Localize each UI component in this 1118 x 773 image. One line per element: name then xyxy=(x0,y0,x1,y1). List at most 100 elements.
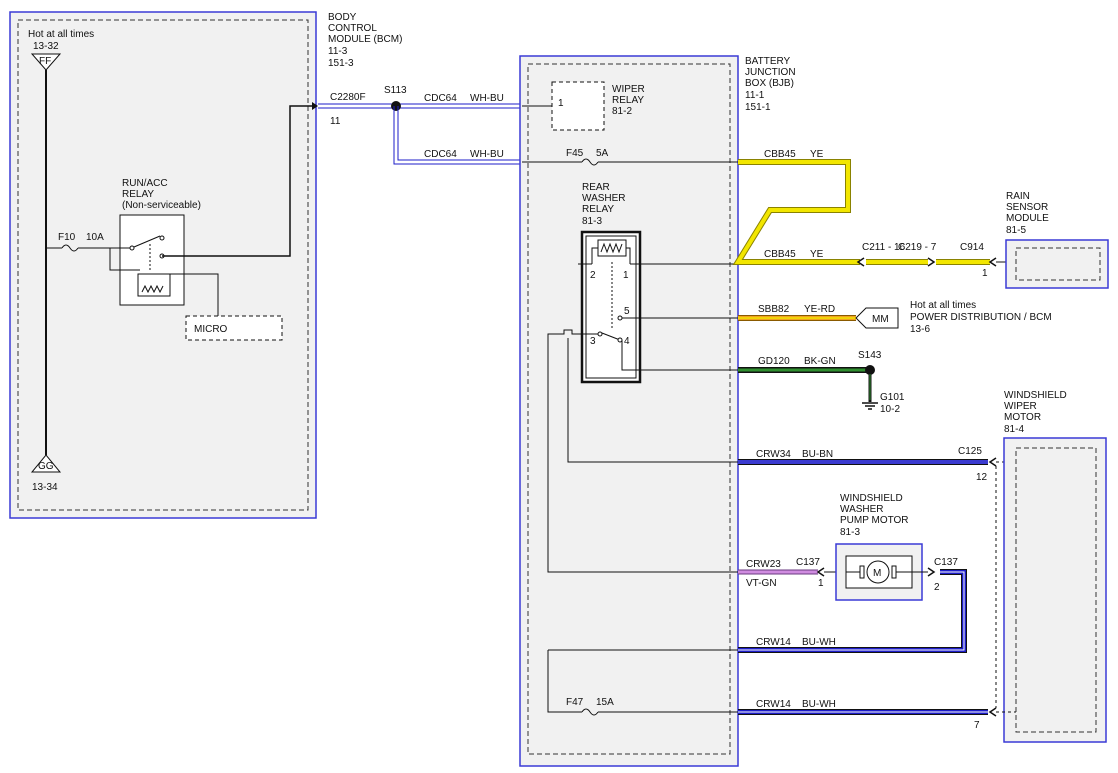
runacc-relay-line2: RELAY xyxy=(122,189,154,200)
wiper-motor-line2: WIPER xyxy=(1004,401,1037,412)
crw14-upper-stripe xyxy=(738,571,965,651)
f47-fuse-label: F47 xyxy=(566,697,584,708)
bjb-title-line1: BATTERY xyxy=(745,56,791,67)
rear-relay-switch-arm xyxy=(601,332,621,341)
c914-pin: 1 xyxy=(982,268,988,279)
crw34-label: CRW34 xyxy=(756,449,791,460)
c914-label: C914 xyxy=(960,242,984,253)
rear-relay-pin5: 5 xyxy=(624,306,630,317)
c125-pin: 12 xyxy=(976,472,988,483)
rear-relay-ref: 81-3 xyxy=(582,216,602,227)
crw14-lower-color: BU-WH xyxy=(802,699,836,710)
rear-relay-coil-left xyxy=(591,247,598,264)
wiper-relay-pin: 1 xyxy=(558,98,564,109)
c137-left-pin: 1 xyxy=(818,578,824,589)
runacc-coil-icon xyxy=(137,273,171,297)
rear-relay-inner xyxy=(585,235,637,379)
washer-pump-ref: 81-3 xyxy=(840,527,860,538)
runacc-coil-zigzag xyxy=(141,284,164,294)
cdc64-bottom-blue xyxy=(393,106,522,165)
rear-relay-line3: RELAY xyxy=(582,204,614,215)
rear-relay-contact5 xyxy=(617,315,623,321)
f45-fuse-rating: 5A xyxy=(596,148,609,159)
bcm-module: Hot at all times 13-32 FF GG 13-34 F10 1… xyxy=(9,11,402,519)
c137-right-label: C137 xyxy=(934,557,958,568)
gg-terminal-icon xyxy=(30,454,62,473)
cdc64-bottom-blue2 xyxy=(397,106,522,161)
wiper-relay-box xyxy=(551,81,605,131)
rear-relay-pin3: 3 xyxy=(590,336,596,347)
f45-fuse-label: F45 xyxy=(566,148,584,159)
mm-terminal-label: MM xyxy=(872,314,889,325)
bcm-title-line3: MODULE (BCM) xyxy=(328,34,402,45)
rain-sensor-ref: 81-5 xyxy=(1006,225,1026,236)
rain-sensor-border xyxy=(1005,239,1109,289)
c211-arrow-icon xyxy=(856,257,865,267)
rain-sensor-inner xyxy=(1015,247,1101,281)
bcm-hot-ref: 13-32 xyxy=(33,41,59,52)
c137-right-pin: 2 xyxy=(934,582,940,593)
cbb45-mid-label: CBB45 xyxy=(764,249,796,260)
rear-relay-pin4: 4 xyxy=(624,336,630,347)
washer-pump-line3: PUMP MOTOR xyxy=(840,515,909,526)
wiper-motor-ref: 81-4 xyxy=(1004,424,1024,435)
c219-label: C219 - 7 xyxy=(898,242,937,253)
crw34-wire: CRW34 BU-BN C125 12 xyxy=(738,446,1016,483)
cbb45-mid-color: YE xyxy=(810,249,824,260)
motor-brush-right xyxy=(891,565,897,579)
f10-fuse-label: F10 xyxy=(58,232,76,243)
bjb-module: BATTERY JUNCTION BOX (BJB) 11-1 151-1 1 … xyxy=(519,55,796,767)
gg-terminal-ref: 13-34 xyxy=(32,482,58,493)
crw14-upper-color: BU-WH xyxy=(802,637,836,648)
mm-terminal-icon xyxy=(855,307,899,329)
rear-relay-line2: WASHER xyxy=(582,193,626,204)
cdc64-wires: S113 CDC64 WH-BU CDC64 WH-BU xyxy=(318,85,522,165)
runacc-feed-wire xyxy=(109,248,140,271)
runacc-contact-a xyxy=(129,245,135,251)
bjb-ref1: 11-1 xyxy=(745,90,765,101)
wiper-motor-line3: MOTOR xyxy=(1004,412,1041,423)
motor-icon xyxy=(866,560,890,584)
cdc64-bottom-color: WH-BU xyxy=(470,149,504,160)
bjb-title-line2: JUNCTION xyxy=(745,67,796,78)
bjb-ref2: 151-1 xyxy=(745,102,771,113)
runacc-output-wire xyxy=(162,105,312,257)
motor-brush-left xyxy=(859,565,865,579)
bcm-inner-dashed xyxy=(17,19,309,511)
s143-label: S143 xyxy=(858,350,882,361)
c137-right-arrow-icon xyxy=(927,567,936,577)
wiper-motor-inner xyxy=(1015,447,1097,733)
c211-label: C211 - 16 xyxy=(862,242,906,253)
rear-relay-line1: REAR xyxy=(582,182,610,193)
sbb82-wire: SBB82 YE-RD MM Hot at all times POWER DI… xyxy=(738,300,1052,335)
rear-relay-coil-right xyxy=(626,247,631,264)
s113-splice-icon xyxy=(391,101,401,111)
wiper-motor-line1: WINDSHIELD xyxy=(1004,390,1067,401)
bcm-ref2: 151-3 xyxy=(328,58,354,69)
runacc-switch-arm xyxy=(133,235,161,248)
power-dist-ref: 13-6 xyxy=(910,324,930,335)
wiper-relay-line1: WIPER xyxy=(612,84,645,95)
cdc64-top-color: WH-BU xyxy=(470,93,504,104)
rear-relay-pin2: 2 xyxy=(590,270,596,281)
c137-left-label: C137 xyxy=(796,557,820,568)
power-dist-line1: Hot at all times xyxy=(910,300,976,311)
c125-label: C125 xyxy=(958,446,982,457)
bjb-border xyxy=(519,55,739,767)
g101-ref: 10-2 xyxy=(880,404,900,415)
micro-box xyxy=(185,315,283,341)
cbb45-wire: CBB45 YE CBB45 YE C211 - 16 C219 - 7 C91… xyxy=(732,149,1016,279)
f10-fuse-icon xyxy=(61,244,79,252)
bjb-internal-wiring xyxy=(547,263,738,573)
washer-pump-line2: WASHER xyxy=(840,504,884,515)
washer-pump-line1: WINDSHIELD xyxy=(840,493,903,504)
runacc-relay-line3: (Non-serviceable) xyxy=(122,200,201,211)
c2280f-pin: 11 xyxy=(330,116,341,127)
crw14-lower-wire: CRW14 BU-WH 7 xyxy=(738,466,1016,731)
rain-sensor-line2: SENSOR xyxy=(1006,202,1048,213)
f45-fuse-icon xyxy=(581,158,599,166)
c914-arrow-icon xyxy=(988,257,997,267)
runacc-relay-line1: RUN/ACC xyxy=(122,178,168,189)
wiper-relay-line2: RELAY xyxy=(612,95,644,106)
